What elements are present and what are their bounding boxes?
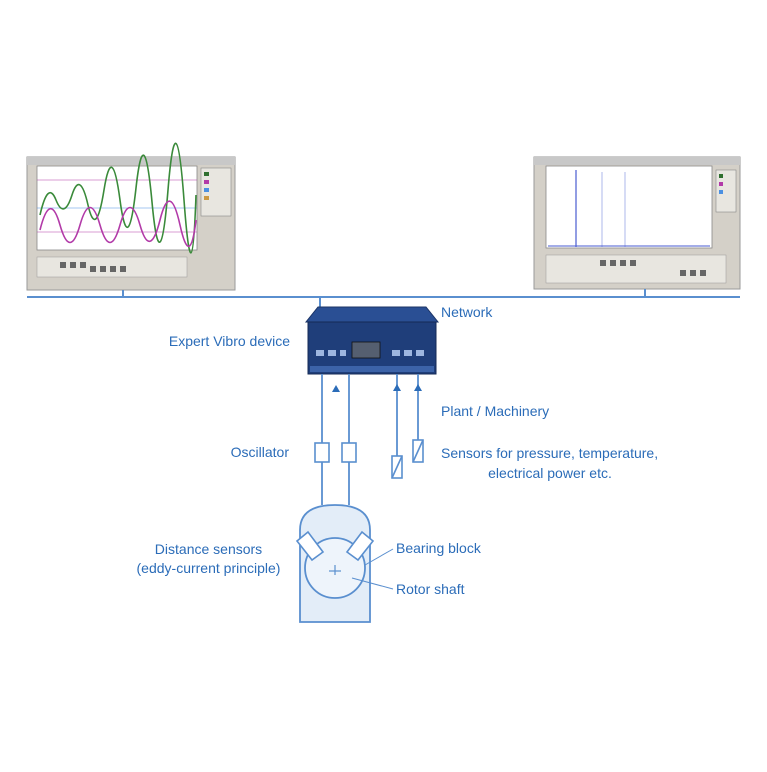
bearing-block-label: Bearing block xyxy=(396,540,481,556)
network-bus xyxy=(27,289,740,307)
oscillator-boxes xyxy=(314,442,357,463)
distance-sensors-label-line2: (eddy-current principle) xyxy=(136,560,281,576)
signal-cables xyxy=(321,374,419,505)
bearing-block-rotor-icon xyxy=(295,504,394,623)
cable-arrows xyxy=(332,384,422,392)
plant-label: Plant / Machinery xyxy=(441,403,550,419)
process-sensor-symbols xyxy=(391,439,424,479)
oscillator-label: Oscillator xyxy=(230,444,289,460)
left-monitor-screenshot xyxy=(26,142,236,291)
device-label: Expert Vibro device xyxy=(168,333,290,349)
distance-sensors-label-line1: Distance sensors xyxy=(154,541,263,557)
green-trace xyxy=(39,142,197,254)
sensors-label-line2: electrical power etc. xyxy=(488,465,612,481)
right-monitor-screenshot xyxy=(533,156,741,290)
rotor-shaft-label: Rotor shaft xyxy=(396,581,465,597)
sensors-label-line1: Sensors for pressure, temperature, xyxy=(441,445,659,461)
expert-vibro-device-icon xyxy=(304,306,440,375)
magenta-trace xyxy=(39,200,197,248)
network-label: Network xyxy=(441,304,493,320)
